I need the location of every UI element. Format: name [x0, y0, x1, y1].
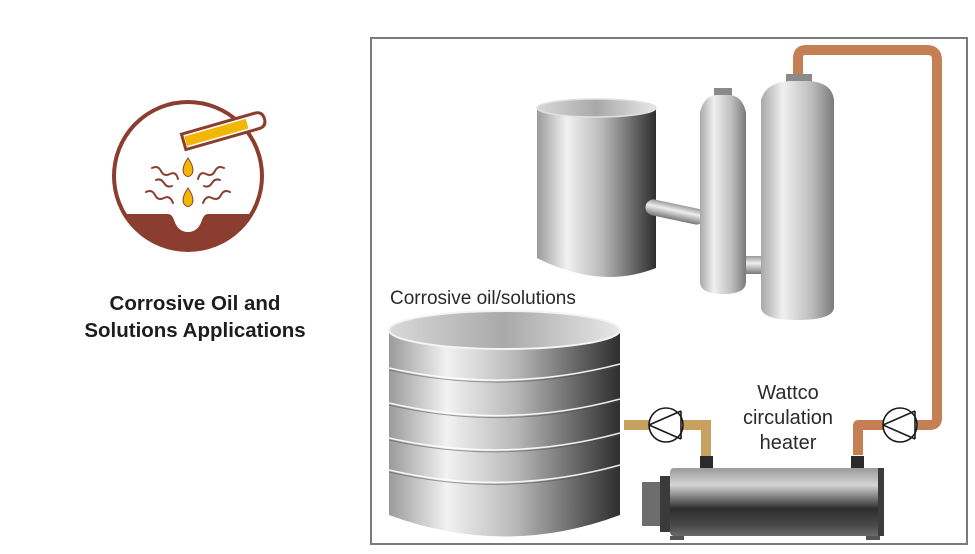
- tank-label: Corrosive oil/solutions: [390, 288, 576, 309]
- application-title: Corrosive Oil and Solutions Applications: [30, 290, 360, 344]
- fumes-icon: [145, 166, 231, 204]
- circulation-heater: [642, 456, 884, 540]
- test-tube-icon: [179, 111, 267, 152]
- heater-label-line1: Wattco: [757, 382, 819, 404]
- outlet-pump-icon: [882, 407, 918, 443]
- oil-drop-icon: [182, 157, 194, 177]
- outlet-pipe: [793, 45, 942, 455]
- process-vessel: [536, 98, 657, 277]
- corrosive-oil-icon: [108, 96, 268, 256]
- storage-tank: [388, 310, 621, 537]
- inlet-pump-icon: [648, 407, 684, 443]
- connector-pipe-upper: [645, 199, 705, 225]
- heater-label-line2: circulation: [742, 407, 834, 429]
- oil-drop-icon: [182, 187, 194, 207]
- heater-label: Wattco circulation heater: [734, 381, 842, 456]
- process-diagram-frame: [370, 37, 968, 545]
- tall-column: [761, 74, 834, 320]
- heater-label-line3: heater: [759, 432, 817, 454]
- application-title-line1: Corrosive Oil and: [109, 292, 281, 315]
- application-title-line2: Solutions Applications: [84, 319, 306, 342]
- small-column: [700, 88, 746, 294]
